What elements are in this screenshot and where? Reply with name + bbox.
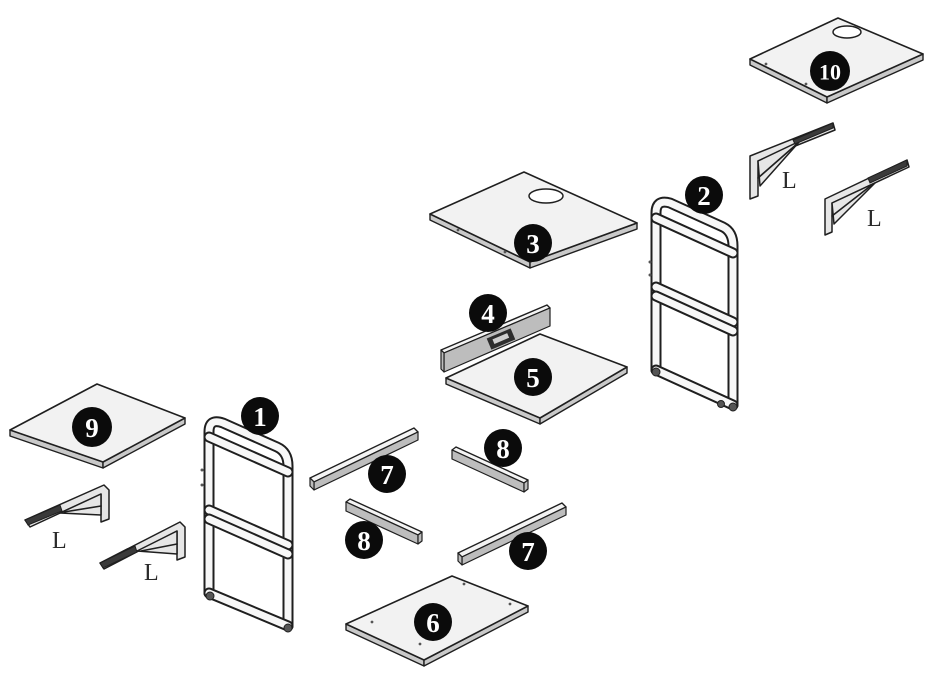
badge-label: 10 <box>819 60 841 85</box>
badge-label: 4 <box>481 299 495 329</box>
frame-2 <box>648 196 739 412</box>
badge-label: 2 <box>697 181 711 211</box>
bracket-upper-2 <box>824 159 910 236</box>
badge-label: 6 <box>426 608 440 638</box>
badge-label: 3 <box>526 229 540 259</box>
badge-part-2: 2 <box>685 176 723 214</box>
panel-3 <box>429 171 638 269</box>
bracket-lower-1 <box>24 484 110 528</box>
badge-part-10: 10 <box>810 51 850 91</box>
badge-part-7a: 7 <box>368 455 406 493</box>
badge-part-3: 3 <box>514 224 552 262</box>
badge-label: 1 <box>253 402 267 432</box>
bracket-label-upper-2: L <box>867 206 882 232</box>
badge-part-8b: 8 <box>345 521 383 559</box>
bracket-label-lower-1: L <box>52 528 67 554</box>
badge-label: 7 <box>521 537 535 567</box>
badge-label: 5 <box>526 363 540 393</box>
badge-label: 9 <box>85 413 99 443</box>
rail-7a <box>309 427 419 491</box>
badge-part-6: 6 <box>414 603 452 641</box>
badge-part-8a: 8 <box>484 429 522 467</box>
rail-8a <box>451 446 529 493</box>
badge-label: 8 <box>357 526 371 556</box>
rail-7b <box>457 502 567 566</box>
badge-label: 8 <box>496 434 510 464</box>
rail-8b <box>345 498 423 545</box>
bracket-label-upper-1: L <box>782 168 797 194</box>
badge-part-5: 5 <box>514 358 552 396</box>
badge-part-4: 4 <box>469 294 507 332</box>
bracket-upper-1 <box>749 122 836 200</box>
frame-1 <box>200 416 294 633</box>
badge-part-7b: 7 <box>509 532 547 570</box>
bracket-lower-2 <box>99 521 186 570</box>
badge-part-1: 1 <box>241 397 279 435</box>
badge-label: 7 <box>380 460 394 490</box>
badge-part-9: 9 <box>72 407 112 447</box>
bracket-label-lower-2: L <box>144 560 159 586</box>
